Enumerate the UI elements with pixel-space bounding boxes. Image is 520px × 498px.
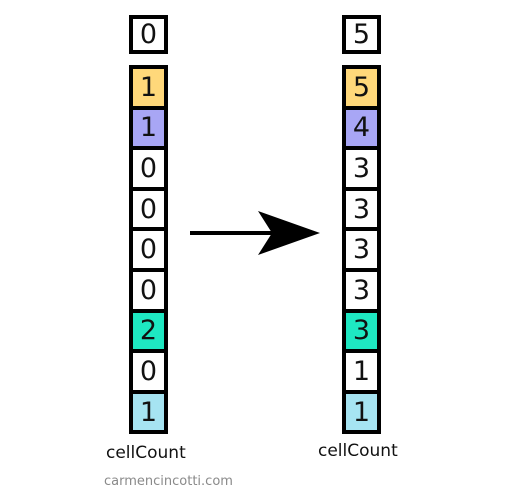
before-cell-7: 0 <box>129 349 168 394</box>
after-cell-1: 4 <box>342 105 381 151</box>
before-total-cell: 0 <box>129 15 168 54</box>
before-cell-6: 2 <box>129 308 168 354</box>
after-label: cellCount <box>318 441 398 461</box>
after-cell-2: 3 <box>342 146 381 191</box>
after-cell-3: 3 <box>342 186 381 232</box>
after-cell-5: 3 <box>342 268 381 313</box>
after-total-cell: 5 <box>342 15 381 54</box>
before-cell-5: 0 <box>129 268 168 313</box>
before-cell-3: 0 <box>129 186 168 232</box>
watermark: carmencincotti.com <box>104 474 233 489</box>
after-cell-8: 1 <box>342 389 381 435</box>
right-arrow-icon <box>190 211 320 255</box>
after-cell-6: 3 <box>342 308 381 354</box>
before-label: cellCount <box>106 443 186 463</box>
before-cell-2: 0 <box>129 146 168 191</box>
before-cell-8: 1 <box>129 389 168 435</box>
before-cell-4: 0 <box>129 227 168 272</box>
after-cell-7: 1 <box>342 349 381 394</box>
after-cell-0: 5 <box>342 65 381 110</box>
after-cell-4: 3 <box>342 227 381 272</box>
before-cell-0: 1 <box>129 65 168 110</box>
before-cell-1: 1 <box>129 105 168 151</box>
